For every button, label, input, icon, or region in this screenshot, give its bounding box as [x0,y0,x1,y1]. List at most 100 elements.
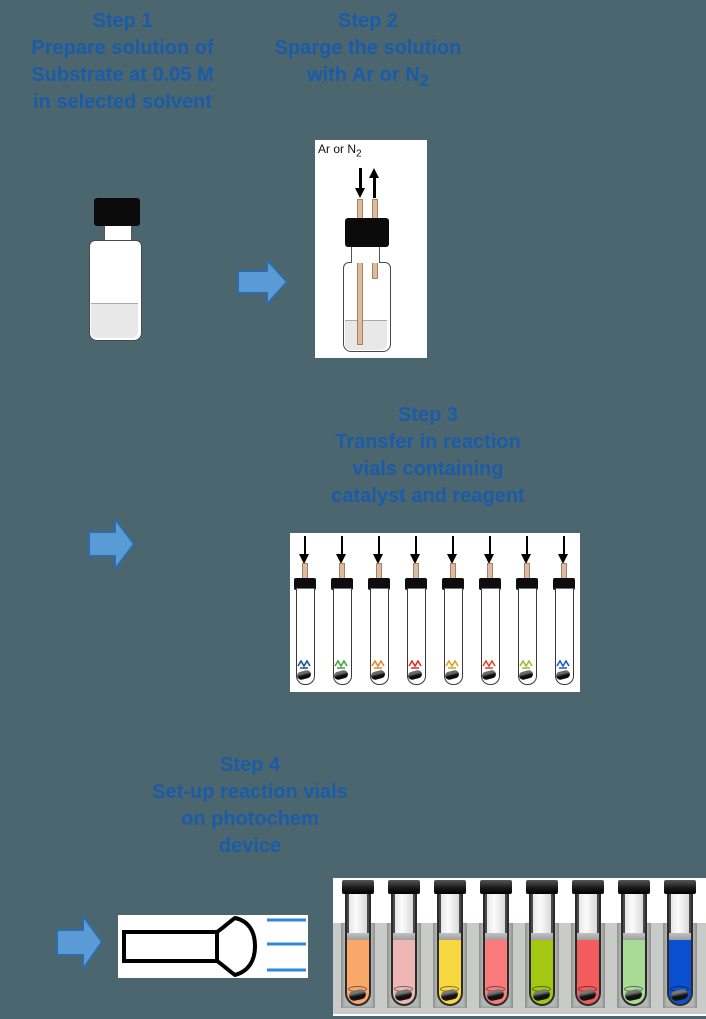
photoreactor-tube-row [333,878,706,1016]
step4-line2: on photochem [181,808,319,830]
flow-arrow-icon [56,915,103,970]
step4-text: Step 4 Set-up reaction vials on photoche… [130,752,370,860]
substrate-vial-neck [104,226,132,242]
molecule-mark-icon [519,659,533,669]
photoreactor-tube-glass [667,894,693,1006]
liquid-meniscus [439,933,461,940]
photoreactor-tube-glass [621,894,647,1006]
reaction-tube-cap [442,578,464,590]
reaction-tube-cap [405,578,427,590]
reaction-tube-cap [331,578,353,590]
reaction-tube [549,533,579,689]
lamp-icon [122,916,306,977]
transfer-panel [290,533,580,692]
photoreactor-tube-glass [391,894,417,1006]
photoreactor-tube-cap [342,880,374,894]
liquid-meniscus [577,933,599,940]
step3-text: Step 3 Transfer in reaction vials contai… [308,402,548,510]
step2-title: Step 2 [337,10,399,32]
step3-line2: vials containing [352,458,504,480]
gas-out-arrow-icon [373,177,376,198]
photoreactor-tube-glass [529,894,555,1006]
step2-line2: with Ar or N2 [307,64,429,90]
photoreactor-tube [519,878,565,1016]
sparge-panel: Ar or N2 [315,140,427,358]
transfer-arrow-icon [377,536,380,555]
transfer-arrow-icon [451,536,454,555]
liquid-meniscus [485,933,507,940]
light-rays-icon [267,918,306,972]
transfer-arrowhead-icon [484,554,494,564]
reaction-tube-row [290,533,580,692]
transfer-arrowhead-icon [558,554,568,564]
step1-line2: Substrate at 0.05 M [31,64,214,86]
transfer-arrowhead-icon [410,554,420,564]
step1-line1: Prepare solution of [31,37,214,59]
photoreactor-tube-cap [434,880,466,894]
photoreactor-tube [335,878,381,1016]
gas-in-arrow-icon [359,168,362,189]
step3-title: Step 3 [397,404,459,426]
transfer-arrowhead-icon [299,554,309,564]
transfer-arrow-icon [562,536,565,555]
flow-arrow-icon [88,518,135,570]
lamp-panel [118,915,308,978]
reaction-tube-cap [553,578,575,590]
reaction-tube-cap [368,578,390,590]
transfer-arrowhead-icon [373,554,383,564]
photoreactor-tube-cap [480,880,512,894]
photoreactor-tube [473,878,519,1016]
gas-out-arrowhead-icon [369,168,379,178]
molecule-mark-icon [297,659,311,669]
flow-arrow-icon [237,259,288,305]
photoreactor-tube [381,878,427,1016]
step2-text: Step 2 Sparge the solution with Ar or N2 [263,8,473,94]
step3-line3: catalyst and reagent [331,485,525,507]
liquid-meniscus [347,933,369,940]
liquid-meniscus [669,933,691,940]
reaction-tube-cap [479,578,501,590]
reaction-tube [512,533,542,689]
transfer-arrowhead-icon [336,554,346,564]
reaction-tube [401,533,431,689]
reaction-tube [438,533,468,689]
reaction-tube [327,533,357,689]
molecule-mark-icon [408,659,422,669]
molecule-mark-icon [334,659,348,669]
transfer-arrow-icon [414,536,417,555]
photoreactor-tube-cap [618,880,650,894]
gas-label: Ar or N2 [318,142,362,160]
transfer-arrow-icon [303,536,306,555]
photoreactor-tube-glass [575,894,601,1006]
transfer-arrow-icon [525,536,528,555]
reaction-tube [475,533,505,689]
reaction-tube-cap [516,578,538,590]
transfer-arrowhead-icon [521,554,531,564]
step4-title: Step 4 [219,754,281,776]
liquid-meniscus [623,933,645,940]
step4-line1: Set-up reaction vials [152,781,348,803]
photoreactor-tube-glass [437,894,463,1006]
photoreactor-tube-cap [572,880,604,894]
substrate-vial-liquid [91,303,138,338]
step1-title: Step 1 [92,10,153,32]
liquid-meniscus [531,933,553,940]
molecule-mark-icon [371,659,385,669]
step1-line3: in selected solvent [33,91,212,113]
reaction-tube [364,533,394,689]
step1-text: Step 1 Prepare solution of Substrate at … [10,8,235,116]
reaction-tube [290,533,320,689]
sparge-vial-cap [345,218,389,247]
step3-line1: Transfer in reaction [335,431,521,453]
step4-line3: device [218,835,282,857]
photoreactor-tube-cap [664,880,696,894]
photoreactor-tube [565,878,611,1016]
molecule-mark-icon [445,659,459,669]
sparge-needle-long [357,199,363,345]
photoreactor-tube-cap [388,880,420,894]
photoreactor-tube-glass [345,894,371,1006]
reaction-tube-cap [294,578,316,590]
gas-in-arrowhead-icon [355,188,365,198]
photoreactor-tube [657,878,703,1016]
